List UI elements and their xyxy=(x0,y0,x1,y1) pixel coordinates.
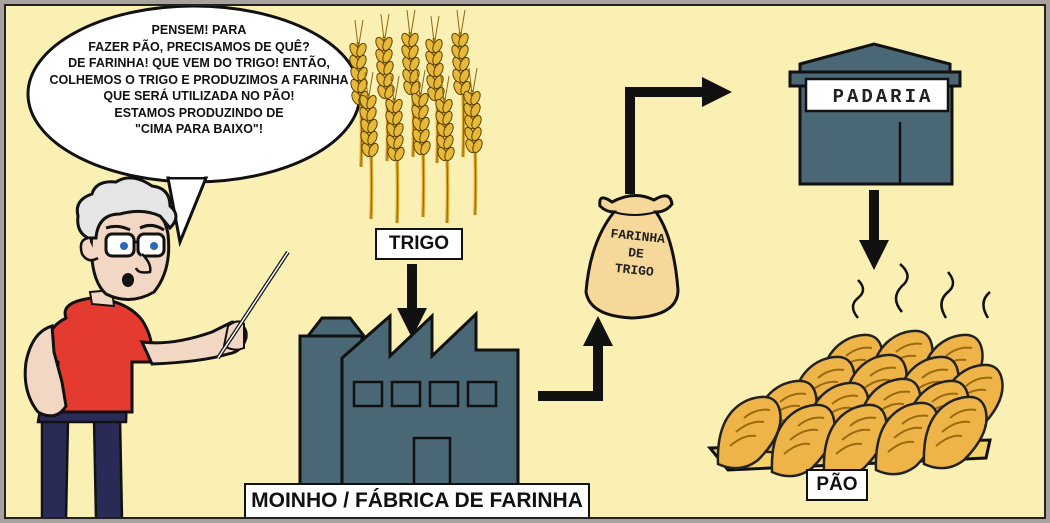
speech-line: COLHEMOS O TRIGO E PRODUZIMOS A FARINHA xyxy=(49,72,349,87)
bakery-sign: PADARIA xyxy=(832,86,934,108)
wheat-illustration xyxy=(348,10,484,223)
speech-line: DE FARINHA! QUE VEM DO TRIGO! ENTÃO, xyxy=(68,56,330,70)
speech-line: ESTAMOS PRODUZINDO DE xyxy=(114,105,284,120)
speech-line: "CIMA PARA BAIXO"! xyxy=(134,122,264,136)
speech-line: QUE SERÁ UTILIZADA NO PÃO! xyxy=(103,89,295,103)
flour-sack-label: FARINHA DE TRIGO xyxy=(592,224,681,284)
mill-label: MOINHO / FÁBRICA DE FARINHA xyxy=(244,483,590,517)
wheat-label: TRIGO xyxy=(375,228,463,260)
comic-panel: PENSEM! PARA FAZER PÃO, PRECISAMOS DE QU… xyxy=(4,4,1046,519)
bread-label: PÃO xyxy=(806,469,868,501)
bakery-illustration xyxy=(788,42,962,186)
bread-illustration xyxy=(706,263,1004,478)
illustration xyxy=(23,6,1004,517)
speech-line: PENSEM! PARA xyxy=(151,23,247,37)
arrow-flour-to-bakery xyxy=(625,77,732,194)
speech-line: FAZER PÃO, PRECISAMOS DE QUÊ? xyxy=(88,39,310,54)
speech-bubble-text: PENSEM! PARA FAZER PÃO, PRECISAMOS DE QU… xyxy=(46,22,352,138)
mill-factory-illustration xyxy=(298,310,520,488)
arrow-mill-to-flour xyxy=(538,316,613,401)
flow-arrows xyxy=(397,77,889,401)
professor-figure xyxy=(23,176,290,517)
flour-sack-illustration xyxy=(584,194,680,320)
